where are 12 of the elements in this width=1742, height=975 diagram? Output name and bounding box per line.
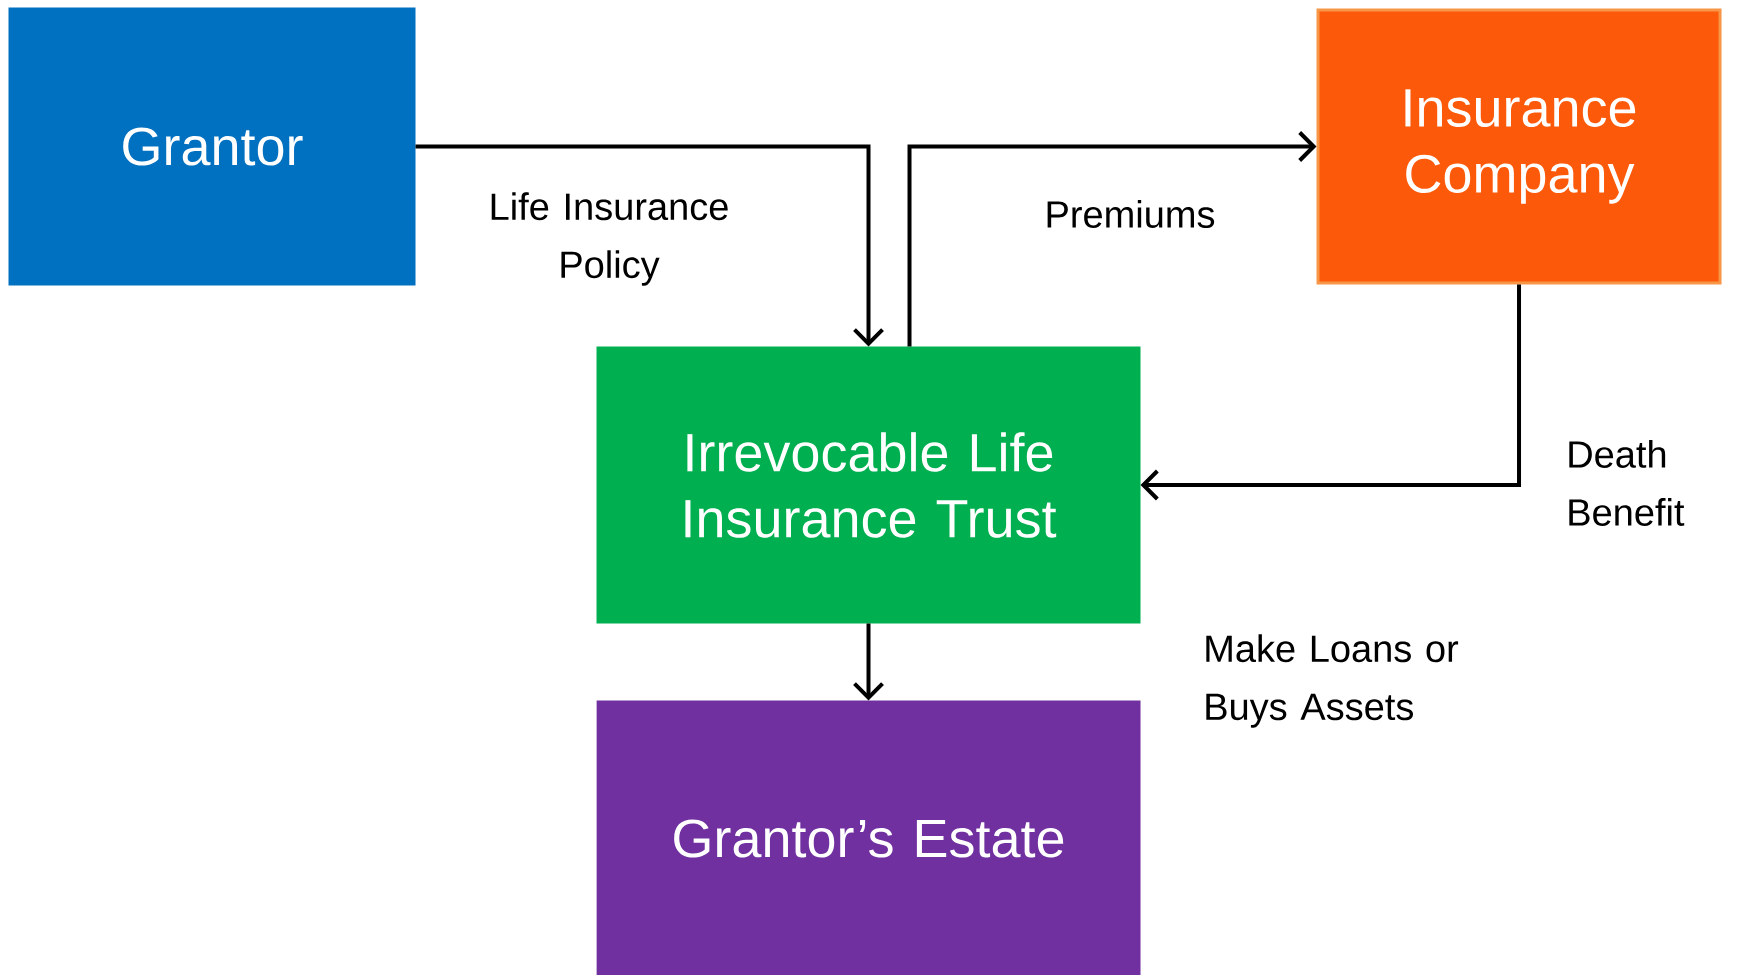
process-box: Grantor: [8, 7, 416, 286]
process-box: Irrevocable Life Insurance Trust: [596, 346, 1141, 624]
edge-label: Life Insurance Policy: [491, 192, 728, 286]
edge-label: Death Benefit: [1569, 440, 1685, 526]
note-text: Make Loans or Buys Assets: [1206, 634, 1459, 728]
process-box: Grantor’s Estate: [596, 700, 1141, 975]
arrow: [1140, 284, 1521, 501]
edge-label: Premiums: [1047, 200, 1215, 228]
arrow: [853, 623, 884, 701]
arrow: [907, 131, 1317, 347]
arrow: [415, 144, 884, 347]
process-box: Insurance Company: [1316, 8, 1722, 285]
